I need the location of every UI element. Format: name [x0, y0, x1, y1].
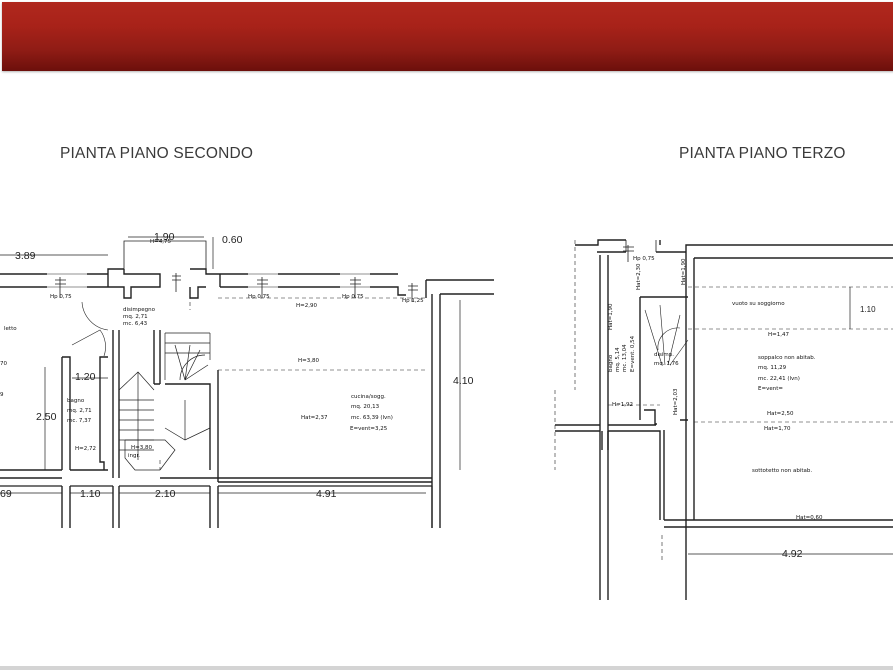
- room-bagno: bagno: [67, 398, 85, 404]
- disimpegno-mc: mc. 6,43: [123, 321, 148, 327]
- room-disimpegno: disimp.: [654, 352, 674, 358]
- bagno-mq: mq. 5,14: [615, 347, 621, 372]
- bay-height: H=4,75: [150, 239, 171, 245]
- letto-value: 70: [0, 361, 7, 367]
- third-floor-labels: Hp 0,75 vuoto su soggiorno 1.10 H=1,47 s…: [608, 256, 876, 560]
- soppalco-mc: mc. 22,41 (lvn): [758, 376, 800, 382]
- dim-bagno-height: 2.50: [36, 411, 57, 423]
- dim-bottom: 2.10: [155, 488, 176, 500]
- letto-value: 9: [0, 392, 4, 398]
- bagno-mc: mc. 13,04: [622, 344, 628, 372]
- disimpegno-mq: mq. 2,71: [123, 314, 148, 320]
- sottotetto-hat: Hat=0,60: [796, 515, 823, 521]
- plan-title-second-floor: PIANTA PIANO SECONDO: [60, 145, 254, 162]
- disimpegno-mq: mq. 1,76: [654, 361, 679, 367]
- soppalco-hat: Hat=2,50: [767, 411, 794, 417]
- bagno-event: E=vent. 0,54: [630, 335, 636, 372]
- height-label: Hat=2,03: [673, 388, 679, 415]
- ingresso-height: H=3,80: [131, 445, 152, 451]
- third-floor-plan: [554, 239, 893, 600]
- dim-bay-width: 1.90: [154, 231, 175, 243]
- cucina-mc: mc. 63,39 (lvn): [351, 415, 393, 421]
- second-floor-labels: 3.89 1.90 H=4,75 0.60 Hp 0,75 Hp 0,75 Hp…: [0, 231, 474, 500]
- dim-bottom: 4.92: [782, 548, 803, 560]
- dim-right-height: 4.10: [453, 375, 474, 387]
- soppalco-mq: mq. 11,29: [758, 365, 787, 371]
- dim-bottom: 69: [0, 488, 12, 500]
- window-label: Hp 0,75: [342, 294, 364, 300]
- room-bagno: bagno: [608, 354, 614, 372]
- window-label: Hp 0,75: [633, 256, 655, 262]
- room-soppalco: soppalco non abitab.: [758, 355, 816, 361]
- dim-top-left: 3.89: [15, 250, 36, 262]
- window-label: Hp 0,75: [50, 294, 72, 300]
- cucina-mq: mq. 20,13: [351, 404, 380, 410]
- soppalco-height: H=1,47: [768, 332, 789, 338]
- bagno-height: H=2,72: [75, 446, 96, 452]
- room-vuoto: vuoto su soggiorno: [732, 301, 785, 307]
- header-banner: [2, 2, 893, 71]
- kitchen-height: H=3,80: [298, 358, 319, 364]
- room-letto: letto: [4, 326, 17, 332]
- soppalco-event: E=vent=: [758, 386, 783, 392]
- room-disimpegno: disimpegno: [123, 307, 156, 313]
- dim-bottom: 4.91: [316, 488, 337, 500]
- window-label: Hp 1,25: [402, 298, 424, 304]
- room-sottotetto: sottotetto non abitab.: [752, 468, 812, 474]
- plan-title-third-floor: PIANTA PIANO TERZO: [679, 145, 846, 162]
- bagno-mq: mq. 2,71: [67, 408, 92, 414]
- corridor-height: H=2,90: [296, 303, 317, 309]
- bottom-edge: [0, 666, 893, 670]
- height-label: Hat=1,90: [608, 303, 614, 330]
- soppalco-hat: Hat=1,70: [764, 426, 791, 432]
- dim-bottom: 1.10: [80, 488, 101, 500]
- height-label: Hat=1,90: [681, 258, 687, 285]
- dim-offset: 0.60: [222, 234, 243, 246]
- bagno-mc: mc. 7,37: [67, 418, 92, 424]
- room-cucina: cucina/sogg.: [351, 394, 386, 400]
- cucina-hat: Hat=2,37: [301, 415, 328, 421]
- room-ingresso: ingr.: [128, 453, 140, 459]
- cucina-event: E=vent=3,25: [350, 426, 388, 432]
- dim-right-gap: 1.10: [860, 305, 876, 314]
- second-floor-plan: [0, 236, 494, 528]
- lower-height: H=1,92: [612, 402, 633, 408]
- dim-bagno-width: 1.20: [75, 371, 96, 383]
- window-label: Hp 0,75: [248, 294, 270, 300]
- height-label: Hat=2,30: [636, 263, 642, 290]
